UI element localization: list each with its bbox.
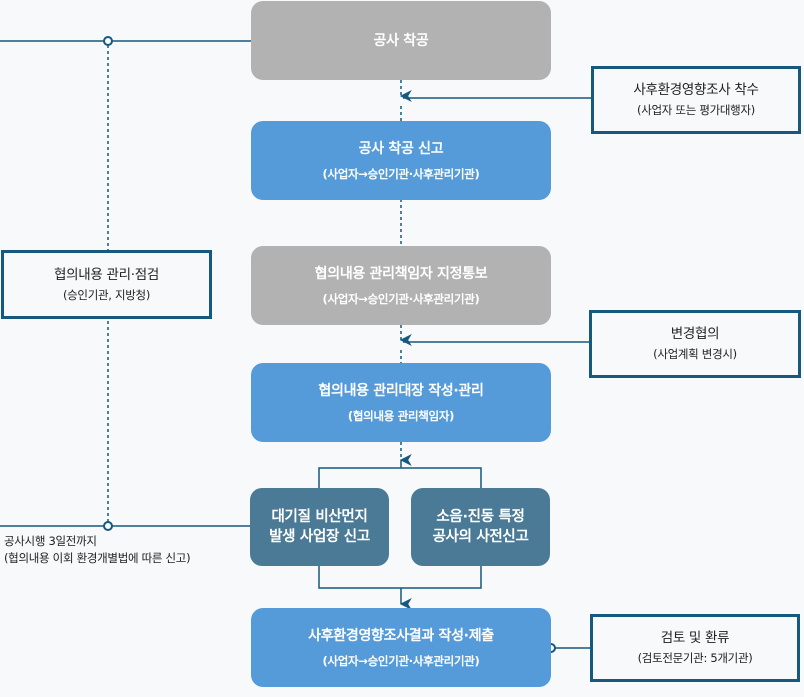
dust-report-line2: 발생 사업장 신고	[269, 529, 370, 545]
ledger-management-title: 협의내용 관리대장 작성·관리	[318, 382, 484, 399]
change-consultation-note: 변경협의 (사업계획 변경시)	[589, 310, 801, 378]
survey-result-box: 사후환경영향조사결과 작성·제출 (사업자→승인기관·사후관리기관)	[251, 608, 551, 687]
review-feedback-subtitle: (검토전문기관: 5개기관)	[637, 651, 753, 665]
ledger-management-box: 협의내용 관리대장 작성·관리 (협의내용 관리책임자)	[251, 363, 551, 442]
start-construction-title: 공사 착공	[373, 32, 429, 49]
change-consultation-subtitle: (사업계획 변경시)	[653, 347, 737, 361]
merge-bracket	[318, 566, 482, 589]
construction-report-subtitle: (사업자→승인기관·사후관리기관)	[322, 166, 480, 181]
review-feedback-note: 검토 및 환류 (검토전문기관: 5개기관)	[590, 614, 800, 682]
construction-report-title: 공사 착공 신고	[358, 140, 444, 157]
survey-start-title: 사후환경영향조사 착수	[633, 82, 759, 98]
manager-designation-title: 협의내용 관리책임자 지정통보	[314, 265, 488, 282]
change-consultation-title: 변경협의	[670, 326, 720, 342]
deadline-text: 공사시행 3일전까지 (협의내용 이회 환경개별법에 따른 신고)	[4, 533, 191, 567]
ledger-management-subtitle: (협의내용 관리책임자)	[347, 408, 455, 423]
inspection-note: 협의내용 관리·점검 (승인기관, 지방청)	[1, 250, 212, 319]
noise-report-line2: 공사의 사전신고	[432, 529, 529, 545]
manager-designation-box: 협의내용 관리책임자 지정통보 (사업자→승인기관·사후관리기관)	[251, 246, 551, 325]
survey-start-note: 사후환경영향조사 착수 (사업자 또는 평가대행자)	[591, 66, 801, 134]
junction-top-circle	[103, 36, 113, 46]
deadline-line1: 공사시행 3일전까지	[4, 534, 97, 548]
survey-start-subtitle: (사업자 또는 평가대행자)	[637, 103, 755, 117]
construction-report-box: 공사 착공 신고 (사업자→승인기관·사후관리기관)	[251, 121, 551, 200]
junction-bottom-circle	[103, 521, 113, 531]
noise-report-line1: 소음·진동 특정	[436, 509, 525, 525]
dust-report-box: 대기질 비산먼지 발생 사업장 신고	[250, 488, 389, 566]
survey-result-title: 사후환경영향조사결과 작성·제출	[308, 627, 494, 644]
inspection-title: 협의내용 관리·점검	[54, 266, 159, 283]
start-construction-box: 공사 착공	[251, 1, 551, 80]
survey-result-subtitle: (사업자→승인기관·사후관리기관)	[322, 653, 480, 668]
review-feedback-title: 검토 및 환류	[660, 630, 730, 646]
split-bracket	[318, 467, 482, 488]
manager-designation-subtitle: (사업자→승인기관·사후관리기관)	[322, 291, 480, 306]
noise-report-box: 소음·진동 특정 공사의 사전신고	[411, 488, 550, 566]
inspection-subtitle: (승인기관, 지방청)	[62, 287, 151, 302]
dust-report-line1: 대기질 비산먼지	[271, 509, 368, 525]
deadline-line2: (협의내용 이회 환경개별법에 따른 신고)	[4, 551, 191, 565]
